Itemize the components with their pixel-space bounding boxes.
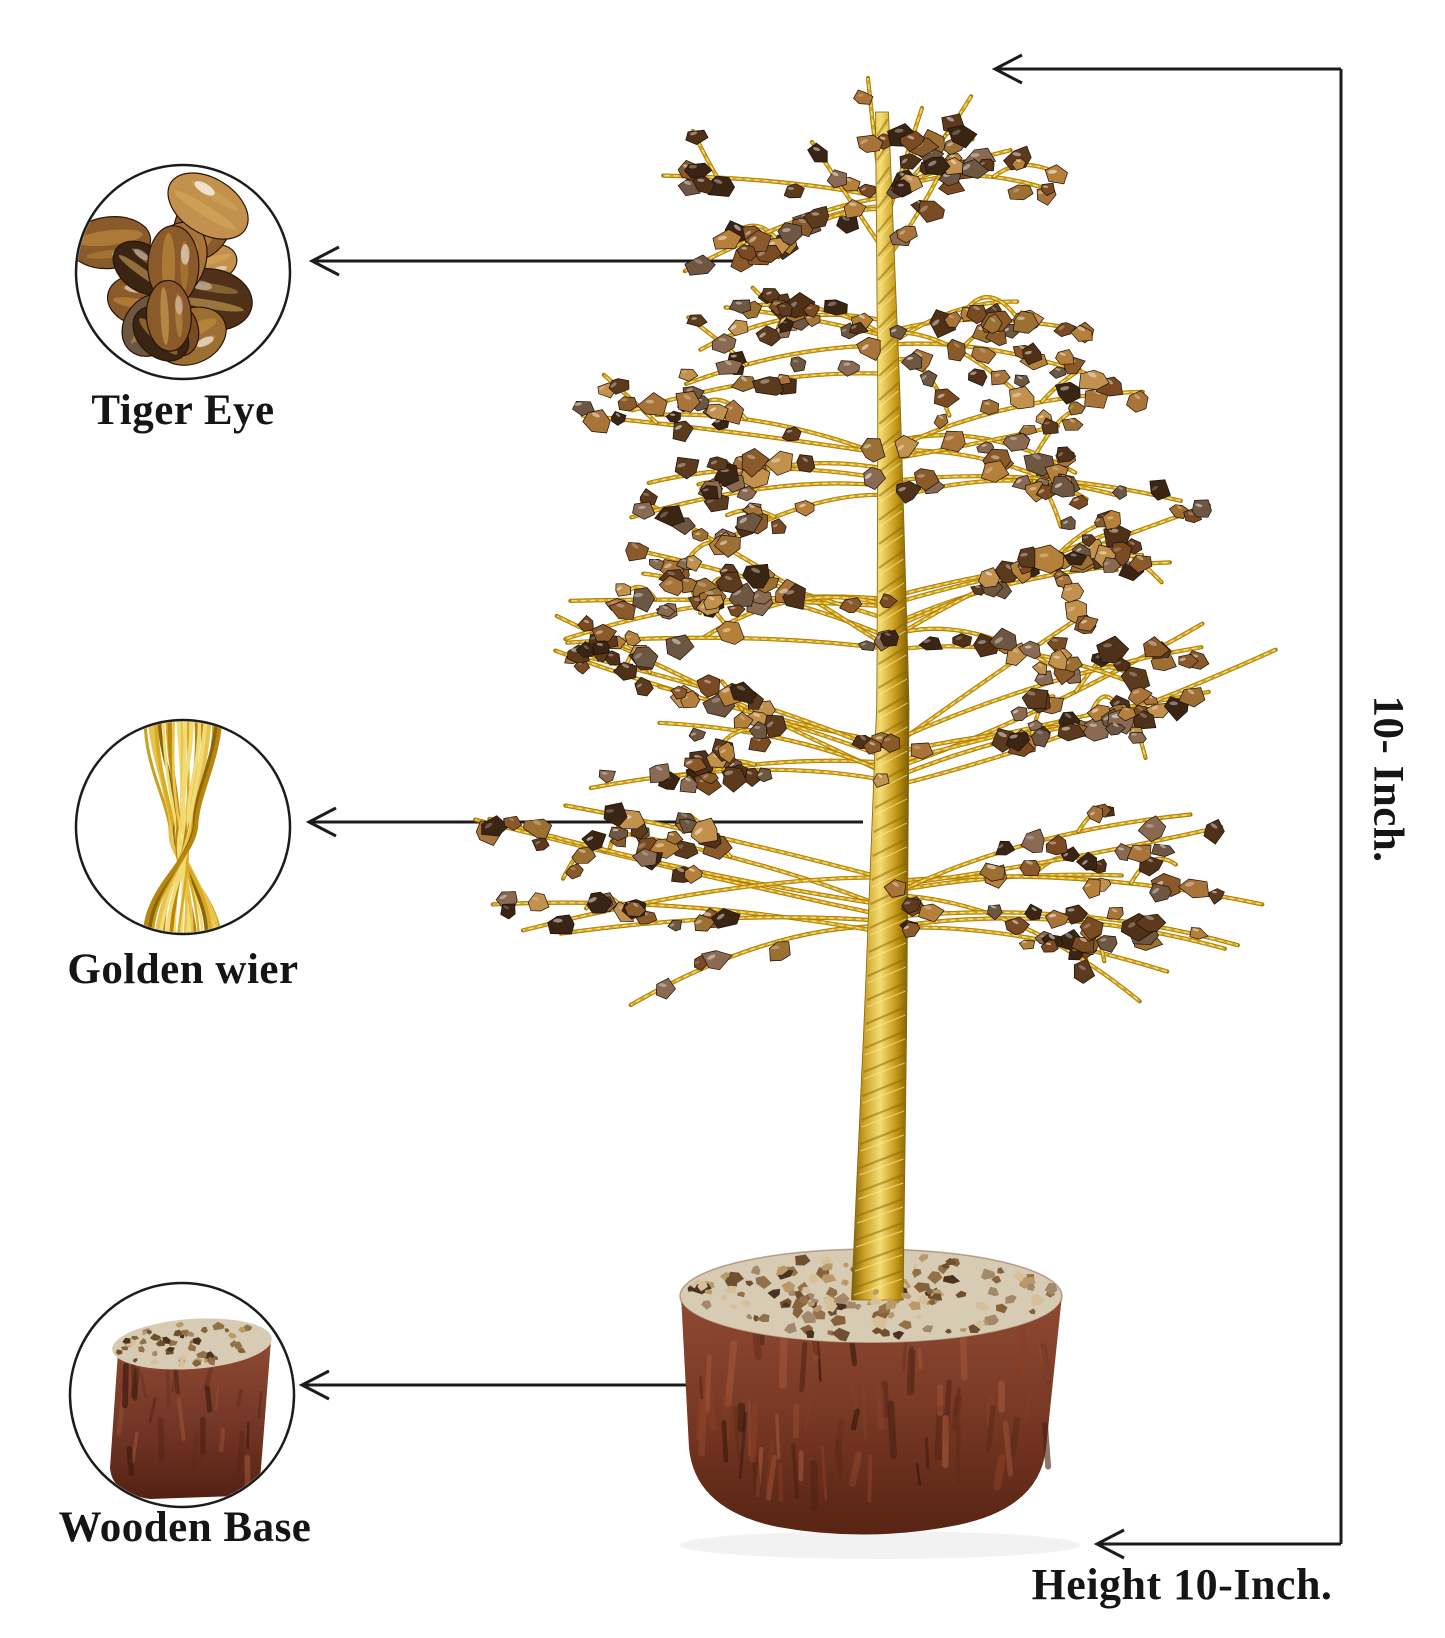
tiger-eye-label: Tiger Eye: [91, 387, 275, 434]
golden-wire-inset-photo: [74, 718, 292, 936]
wooden-base-label: Wooden Base: [58, 1504, 312, 1551]
golden-wire-label: Golden wier: [67, 946, 299, 993]
golden-wire-callout-arrow: [305, 806, 863, 838]
tiger-eye-gemstones: [475, 89, 1225, 1000]
height-dimension-bracket: [991, 53, 1343, 1560]
wooden-base-callout-arrow: [298, 1369, 719, 1401]
tiger-eye-inset-photo: [74, 163, 292, 381]
tiger-eye-callout-arrow: [308, 245, 757, 277]
golden-wire-trunk: [850, 111, 910, 1301]
height-dimension-bottom-arrow: [1093, 1528, 1341, 1560]
gemstone-tree-product: [473, 75, 1278, 1559]
height-dimension-side-label: 10- Inch.: [1364, 695, 1412, 863]
height-dimension-top-arrow: [991, 53, 1341, 85]
height-dimension-bottom-label: Height 10-Inch.: [1031, 1560, 1333, 1609]
wooden-base-inset-photo: [68, 1281, 296, 1509]
